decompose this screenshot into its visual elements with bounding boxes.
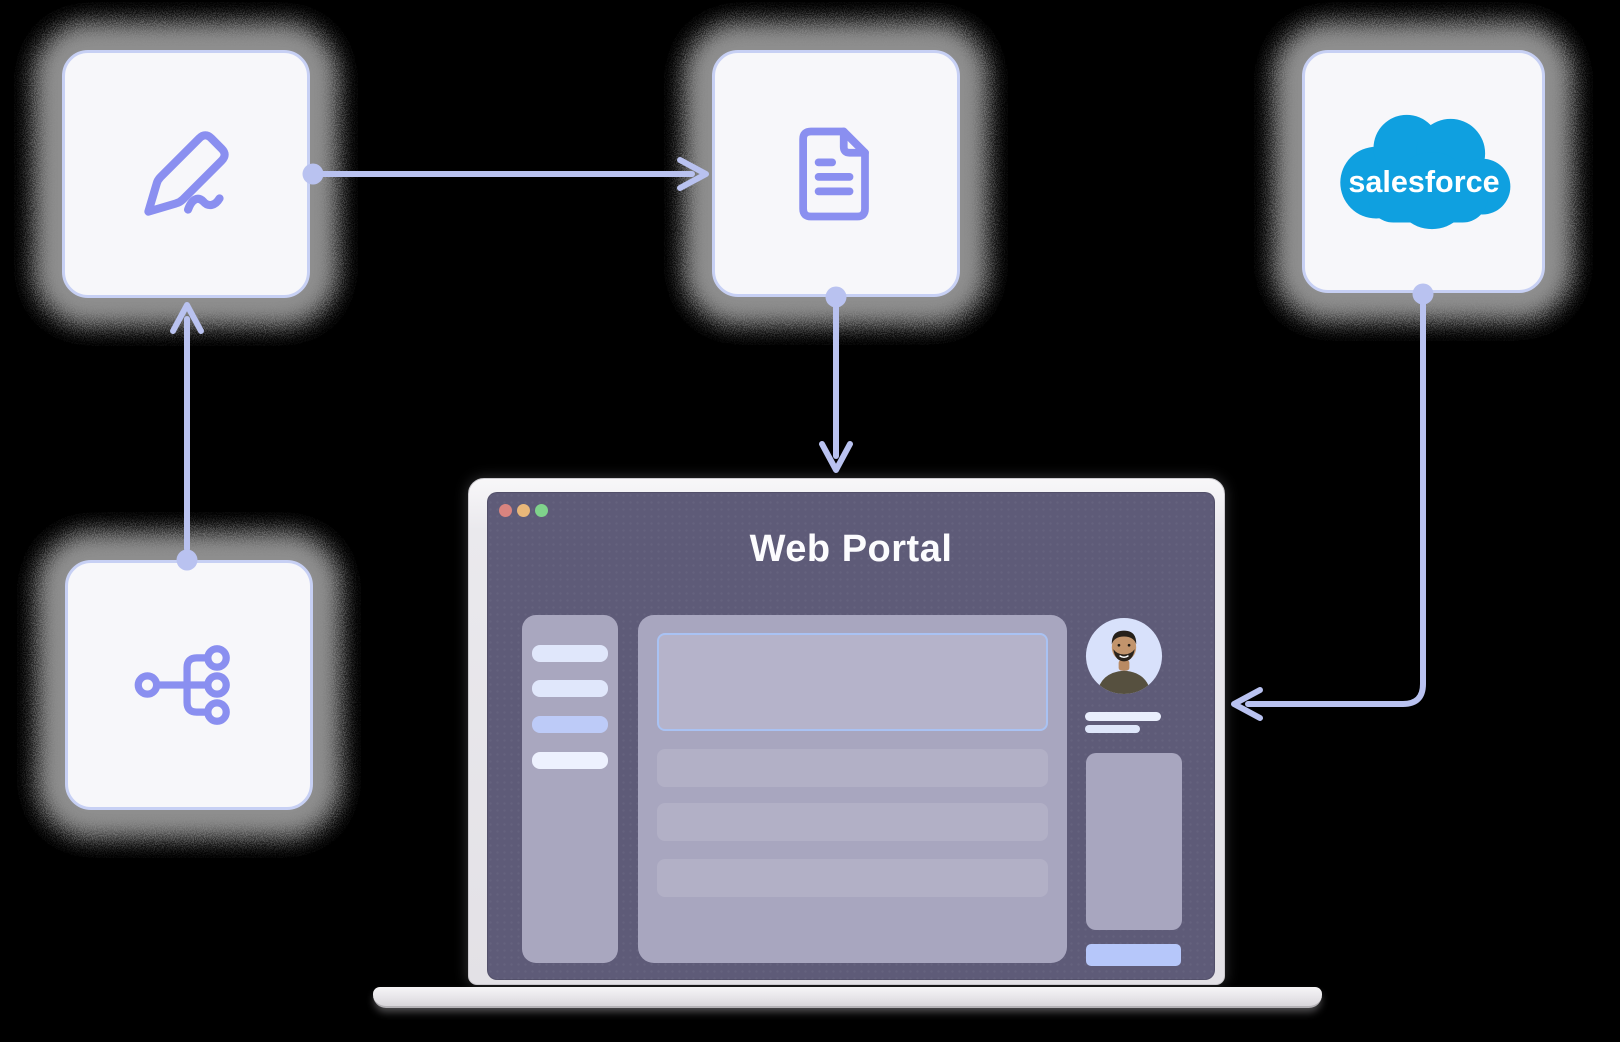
sidebar-item	[532, 680, 608, 697]
sidebar-item-active	[532, 716, 608, 733]
node-card-signature	[62, 50, 310, 298]
node-card-flow	[65, 560, 313, 810]
web-portal-window: Web Portal	[487, 492, 1215, 980]
node-card-document	[712, 50, 960, 297]
laptop-base	[373, 987, 1322, 1008]
expand-window-icon	[535, 504, 548, 517]
portal-sidebar	[522, 615, 618, 963]
content-header-field	[657, 633, 1048, 731]
arrow-signature-to-document	[319, 157, 709, 191]
user-avatar	[1085, 617, 1163, 695]
document-icon	[799, 127, 869, 220]
profile-text-line	[1085, 725, 1140, 733]
content-row	[657, 749, 1048, 787]
sidebar-item	[532, 752, 608, 769]
salesforce-logo-text: salesforce	[1348, 164, 1499, 198]
arrow-document-to-portal	[819, 304, 853, 473]
minimize-window-icon	[517, 504, 530, 517]
arrow-salesforce-to-portal	[1231, 301, 1426, 721]
flow-branch-icon	[134, 645, 230, 725]
node-card-salesforce: salesforce	[1302, 50, 1545, 293]
side-detail-panel	[1086, 753, 1182, 930]
close-window-icon	[499, 504, 512, 517]
content-row	[657, 803, 1048, 841]
profile-text-line	[1085, 712, 1161, 721]
arrow-flow-to-signature	[170, 302, 204, 552]
signature-pencil-icon	[144, 131, 229, 216]
window-controls	[499, 504, 548, 517]
content-row	[657, 859, 1048, 897]
action-button-placeholder	[1086, 944, 1181, 966]
sidebar-item	[532, 645, 608, 662]
portal-title: Web Portal	[749, 528, 953, 570]
portal-content-card	[638, 615, 1067, 963]
salesforce-cloud-logo: salesforce	[1339, 114, 1510, 229]
